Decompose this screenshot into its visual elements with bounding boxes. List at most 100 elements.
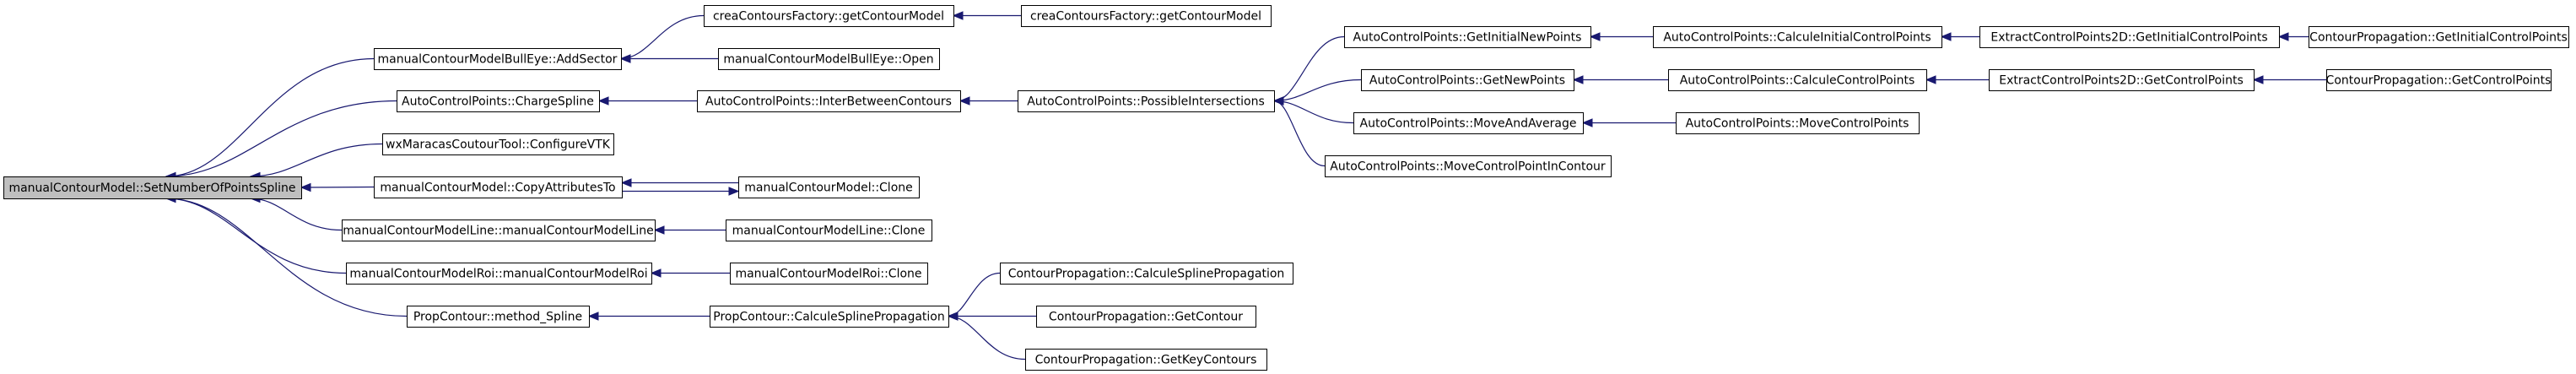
node-box[interactable] bbox=[1021, 5, 1272, 27]
node-box[interactable] bbox=[1353, 112, 1584, 134]
node-box[interactable] bbox=[730, 263, 928, 285]
graph-node-n18[interactable]: ContourPropagation::GetContour bbox=[1036, 306, 1256, 328]
node-label: AutoControlPoints::PossibleIntersections bbox=[1027, 95, 1265, 109]
graph-node-n8[interactable]: creaContoursFactory::getContourModel bbox=[704, 5, 954, 27]
edge-n7-to-n0 bbox=[165, 198, 408, 317]
graph-node-n15[interactable]: creaContoursFactory::getContourModel bbox=[1021, 5, 1272, 27]
node-label: AutoControlPoints::GetNewPoints bbox=[1369, 74, 1565, 88]
arrowhead-n14-to-n7 bbox=[587, 312, 599, 321]
edge-n23-to-n16 bbox=[1273, 100, 1326, 167]
node-box[interactable] bbox=[342, 220, 656, 241]
graph-node-n23[interactable]: AutoControlPoints::MoveControlPointInCon… bbox=[1325, 155, 1612, 177]
edge-n8-to-n1 bbox=[620, 14, 705, 60]
node-box[interactable] bbox=[1344, 26, 1591, 48]
graph-node-n7[interactable]: PropContour::method_Spline bbox=[407, 306, 590, 328]
node-box[interactable] bbox=[1000, 263, 1293, 285]
graph-node-n11[interactable]: manualContourModel::Clone bbox=[738, 176, 920, 198]
node-label: ContourPropagation::GetKeyContours bbox=[1035, 354, 1257, 367]
node-box[interactable] bbox=[1668, 69, 1927, 91]
graph-node-n20[interactable]: AutoControlPoints::GetInitialNewPoints bbox=[1344, 26, 1591, 48]
graph-node-n10[interactable]: AutoControlPoints::InterBetweenContours bbox=[697, 90, 961, 112]
graph-node-n19[interactable]: ContourPropagation::GetKeyContours bbox=[1025, 349, 1267, 371]
graph-node-n6[interactable]: manualContourModelRoi::manualContourMode… bbox=[346, 263, 652, 285]
node-box[interactable] bbox=[382, 133, 614, 155]
graph-node-n13[interactable]: manualContourModelRoi::Clone bbox=[730, 263, 928, 285]
node-box[interactable] bbox=[697, 90, 961, 112]
graph-node-n9[interactable]: manualContourModelBullEye::Open bbox=[718, 48, 940, 70]
node-label: AutoControlPoints::CalculeInitialControl… bbox=[1663, 31, 1931, 45]
node-label: AutoControlPoints::MoveAndAverage bbox=[1360, 117, 1577, 131]
arrowhead-n15-to-n8 bbox=[952, 11, 964, 20]
root-node-box[interactable] bbox=[3, 176, 302, 199]
node-box[interactable] bbox=[704, 5, 954, 27]
node-box[interactable] bbox=[1325, 155, 1612, 177]
node-box[interactable] bbox=[1676, 112, 1920, 134]
graph-node-n29[interactable]: ContourPropagation::GetInitialControlPoi… bbox=[2309, 26, 2569, 48]
node-box[interactable] bbox=[738, 176, 920, 198]
graph-node-n24[interactable]: AutoControlPoints::CalculeInitialControl… bbox=[1653, 26, 1942, 48]
node-label: manualContourModel::Clone bbox=[744, 182, 913, 195]
node-label: ContourPropagation::CalculeSplinePropaga… bbox=[1008, 268, 1285, 281]
node-box[interactable] bbox=[346, 263, 652, 285]
graph-node-n30[interactable]: ContourPropagation::GetControlPoints bbox=[2326, 69, 2552, 91]
node-box[interactable] bbox=[710, 306, 949, 328]
arrowhead-n9-to-n1 bbox=[619, 54, 631, 63]
node-box[interactable] bbox=[1036, 306, 1256, 328]
arrowhead-n19-to-n14 bbox=[947, 312, 959, 321]
graph-node-n12[interactable]: manualContourModelLine::Clone bbox=[726, 220, 932, 241]
graph-node-n3[interactable]: wxMaracasCoutourTool::ConfigureVTK bbox=[382, 133, 614, 155]
node-box[interactable] bbox=[1025, 349, 1267, 371]
node-label: manualContourModel::SetNumberOfPointsSpl… bbox=[8, 182, 295, 195]
node-label: AutoControlPoints::ChargeSpline bbox=[402, 95, 594, 109]
graph-node-n14[interactable]: PropContour::CalculeSplinePropagation bbox=[710, 306, 949, 328]
node-box[interactable] bbox=[1653, 26, 1942, 48]
node-box[interactable] bbox=[374, 48, 622, 70]
node-box[interactable] bbox=[407, 306, 590, 328]
node-label: AutoControlPoints::GetInitialNewPoints bbox=[1353, 31, 1582, 45]
arrowhead-n4-to-n0 bbox=[300, 182, 311, 192]
graph-node-n1[interactable]: manualContourModelBullEye::AddSector bbox=[374, 48, 622, 70]
node-box[interactable] bbox=[374, 176, 623, 198]
graph-node-n27[interactable]: ExtractControlPoints2D::GetInitialContro… bbox=[1979, 26, 2280, 48]
node-box[interactable] bbox=[718, 48, 940, 70]
node-box[interactable] bbox=[2326, 69, 2552, 91]
node-box[interactable] bbox=[2309, 26, 2569, 48]
node-box[interactable] bbox=[1018, 90, 1275, 112]
arrowhead-n25-to-n21 bbox=[1572, 75, 1584, 84]
edge-n20-to-n16 bbox=[1273, 35, 1345, 102]
arrowhead-n24-to-n20 bbox=[1589, 32, 1601, 41]
node-label: wxMaracasCoutourTool::ConfigureVTK bbox=[386, 138, 611, 152]
node-box[interactable] bbox=[397, 90, 600, 112]
arrowhead-n11-to-n4 bbox=[620, 178, 632, 187]
node-label: ExtractControlPoints2D::GetControlPoints bbox=[1999, 74, 2244, 88]
node-box[interactable] bbox=[726, 220, 932, 241]
arrowhead-n29-to-n27 bbox=[2277, 32, 2289, 41]
node-label: manualContourModelBullEye::Open bbox=[723, 53, 933, 67]
edges-layer bbox=[165, 11, 2326, 360]
arrowhead-n28-to-n25 bbox=[1925, 75, 1936, 84]
node-box[interactable] bbox=[1361, 69, 1574, 91]
graph-node-n5[interactable]: manualContourModelLine::manualContourMod… bbox=[342, 220, 656, 241]
node-label: PropContour::method_Spline bbox=[413, 311, 582, 324]
graph-node-n26[interactable]: AutoControlPoints::MoveControlPoints bbox=[1676, 112, 1920, 134]
graph-node-n25[interactable]: AutoControlPoints::CalculeControlPoints bbox=[1668, 69, 1927, 91]
edge-n21-to-n16 bbox=[1273, 79, 1362, 102]
node-label: PropContour::CalculeSplinePropagation bbox=[713, 311, 945, 324]
graph-node-n0[interactable]: manualContourModel::SetNumberOfPointsSpl… bbox=[3, 176, 302, 199]
edge-n17-to-n14 bbox=[948, 272, 1001, 317]
graph-node-n2[interactable]: AutoControlPoints::ChargeSpline bbox=[397, 90, 600, 112]
graph-node-n21[interactable]: AutoControlPoints::GetNewPoints bbox=[1361, 69, 1574, 91]
node-label: ExtractControlPoints2D::GetInitialContro… bbox=[1990, 31, 2267, 45]
node-label: creaContoursFactory::getContourModel bbox=[713, 10, 944, 24]
graph-node-n22[interactable]: AutoControlPoints::MoveAndAverage bbox=[1353, 112, 1584, 134]
edge-n3-to-n0 bbox=[250, 143, 383, 177]
graph-node-n17[interactable]: ContourPropagation::CalculeSplinePropaga… bbox=[1000, 263, 1293, 285]
graph-node-n28[interactable]: ExtractControlPoints2D::GetControlPoints bbox=[1989, 69, 2255, 91]
node-box[interactable] bbox=[1979, 26, 2280, 48]
edge-n19-to-n14 bbox=[948, 315, 1026, 360]
graph-node-n16[interactable]: AutoControlPoints::PossibleIntersections bbox=[1018, 90, 1275, 112]
node-box[interactable] bbox=[1989, 69, 2255, 91]
node-label: manualContourModelBullEye::AddSector bbox=[378, 53, 618, 67]
node-label: manualContourModelRoi::manualContourMode… bbox=[349, 268, 647, 281]
graph-node-n4[interactable]: manualContourModel::CopyAttributesTo bbox=[374, 176, 623, 198]
